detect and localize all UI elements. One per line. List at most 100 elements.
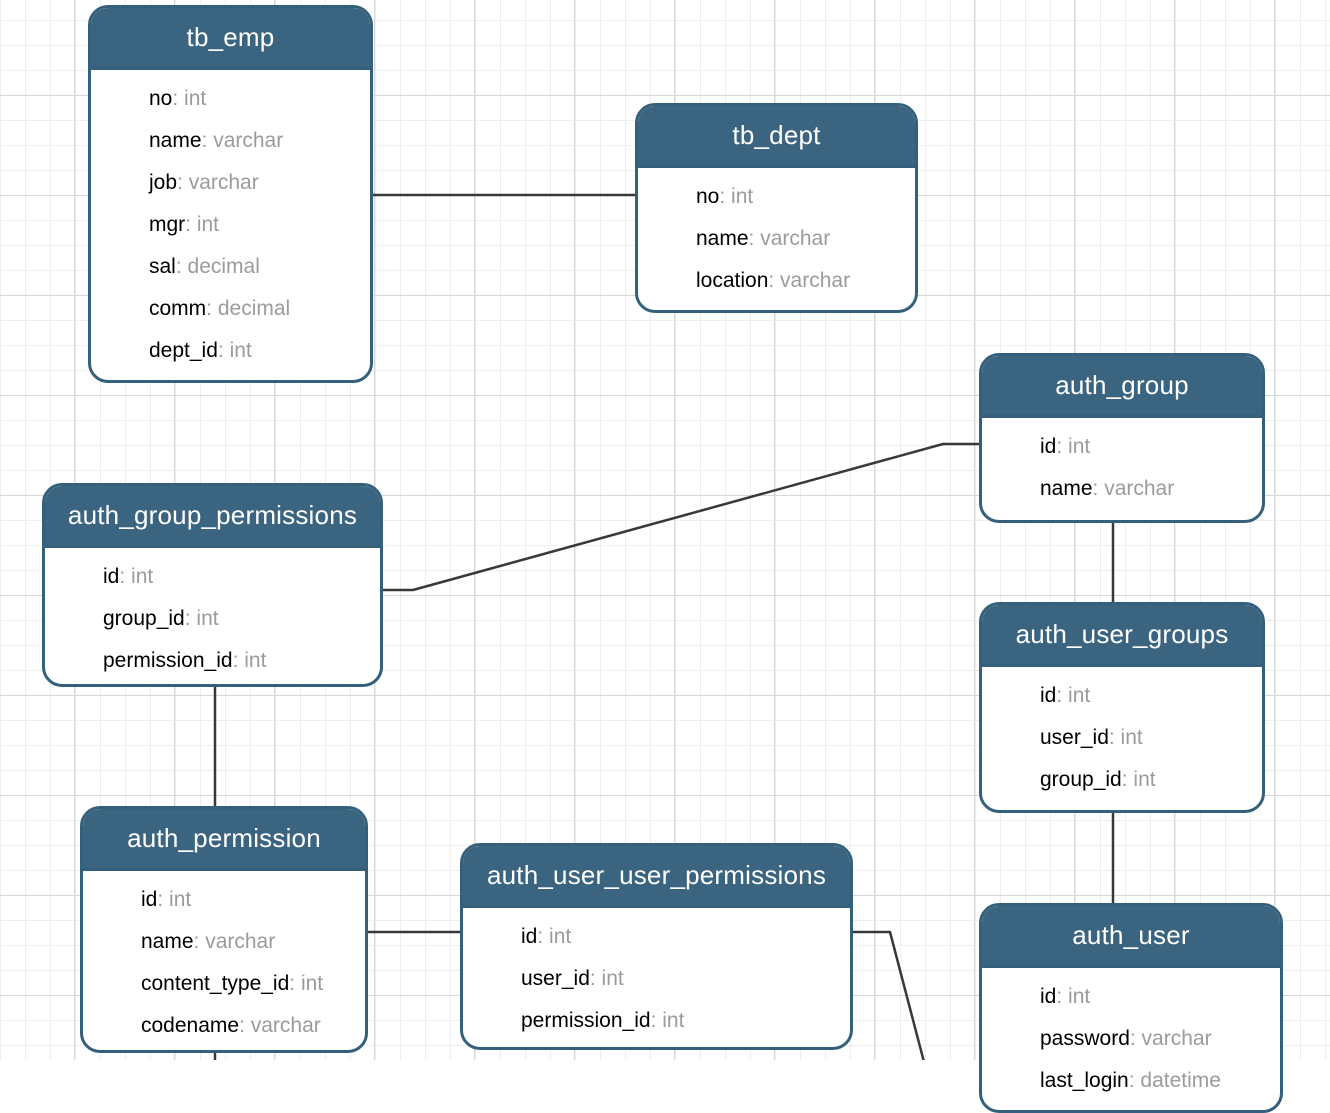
field-row: id: int xyxy=(982,426,1262,468)
field-name: comm xyxy=(149,297,207,320)
field-row: group_id: int xyxy=(45,598,380,640)
field-row: name: varchar xyxy=(638,218,915,260)
field-type: : varchar xyxy=(1092,477,1175,500)
field-name: id xyxy=(1040,985,1057,1008)
field-type: : int xyxy=(650,1009,685,1032)
field-name: permission_id xyxy=(103,649,233,672)
field-type: : decimal xyxy=(206,297,291,320)
field-row: mgr: int xyxy=(91,204,370,246)
field-row: id: int xyxy=(83,879,365,921)
field-name: id xyxy=(141,888,158,911)
field-row: sal: decimal xyxy=(91,246,370,288)
table-title: tb_dept xyxy=(732,120,821,150)
table-header[interactable]: auth_group xyxy=(982,356,1262,418)
field-row: location: varchar xyxy=(638,260,915,302)
field-name: user_id xyxy=(1040,726,1109,749)
field-row: last_login: datetime xyxy=(982,1060,1280,1102)
field-type: : decimal xyxy=(175,255,260,278)
field-type: : int xyxy=(1056,684,1091,707)
field-type: : int xyxy=(184,607,219,630)
field-name: id xyxy=(521,925,538,948)
connector-auth_group_permissions-auth_group[interactable] xyxy=(383,442,979,592)
field-name: id xyxy=(1040,684,1057,707)
field-row: name: varchar xyxy=(982,468,1262,510)
field-type: : int xyxy=(1108,726,1143,749)
field-type: : varchar xyxy=(193,930,276,953)
field-type: : int xyxy=(1056,435,1091,458)
field-name: no xyxy=(149,87,173,110)
field-name: codename xyxy=(141,1014,240,1037)
field-type: : int xyxy=(1121,768,1156,791)
connector-auth_user_user_permissions-auth_user[interactable] xyxy=(853,930,925,1060)
field-row: id: int xyxy=(45,556,380,598)
field-name: group_id xyxy=(103,607,185,630)
table-header[interactable]: auth_user_user_permissions xyxy=(463,846,850,908)
field-type: : int xyxy=(719,185,754,208)
field-row: group_id: int xyxy=(982,759,1262,801)
field-name: last_login xyxy=(1040,1069,1129,1092)
field-row: content_type_id: int xyxy=(83,963,365,1005)
field-row: id: int xyxy=(982,976,1280,1018)
table-header[interactable]: auth_permission xyxy=(83,809,365,871)
table-title: auth_user xyxy=(1072,920,1190,950)
field-name: id xyxy=(103,565,120,588)
field-row: password: varchar xyxy=(982,1018,1280,1060)
field-name: permission_id xyxy=(521,1009,651,1032)
field-row: user_id: int xyxy=(463,958,850,1000)
field-name: group_id xyxy=(1040,768,1122,791)
field-name: password xyxy=(1040,1027,1130,1050)
field-name: sal xyxy=(149,255,176,278)
field-name: job xyxy=(149,171,178,194)
field-row: permission_id: int xyxy=(45,640,380,682)
field-type: : int xyxy=(217,339,252,362)
table-title: auth_permission xyxy=(127,823,321,853)
table-title: auth_group_permissions xyxy=(67,500,358,530)
field-type: : int xyxy=(172,87,207,110)
field-row: id: int xyxy=(982,675,1262,717)
table-header[interactable]: auth_user_groups xyxy=(982,605,1262,667)
field-type: : int xyxy=(232,649,267,672)
table-header[interactable]: tb_emp xyxy=(91,8,370,70)
field-row: comm: decimal xyxy=(91,288,370,330)
field-row: codename: varchar xyxy=(83,1005,365,1047)
table-header[interactable]: auth_user xyxy=(982,906,1280,968)
field-type: : int xyxy=(1056,985,1091,1008)
table-header[interactable]: tb_dept xyxy=(638,106,915,168)
field-row: id: int xyxy=(463,916,850,958)
table-title: tb_emp xyxy=(186,22,275,52)
field-type: : int xyxy=(119,565,154,588)
field-name: dept_id xyxy=(149,339,218,362)
connector-layer xyxy=(213,193,1115,1060)
field-type: : varchar xyxy=(1129,1027,1212,1050)
table-title: auth_user_user_permissions xyxy=(486,860,827,890)
field-type: : varchar xyxy=(201,129,284,152)
field-type: : int xyxy=(185,213,220,236)
field-type: : varchar xyxy=(239,1014,321,1037)
field-name: location xyxy=(696,269,769,292)
field-name: content_type_id xyxy=(141,972,290,995)
table-title: auth_user_groups xyxy=(1015,619,1229,649)
field-name: name xyxy=(1040,477,1093,500)
field-name: name xyxy=(149,129,202,152)
field-type: : int xyxy=(157,888,192,911)
field-row: job: varchar xyxy=(91,162,370,204)
field-type: : varchar xyxy=(177,171,259,194)
table-header[interactable]: auth_group_permissions xyxy=(45,486,380,548)
field-row: dept_id: int xyxy=(91,330,370,372)
